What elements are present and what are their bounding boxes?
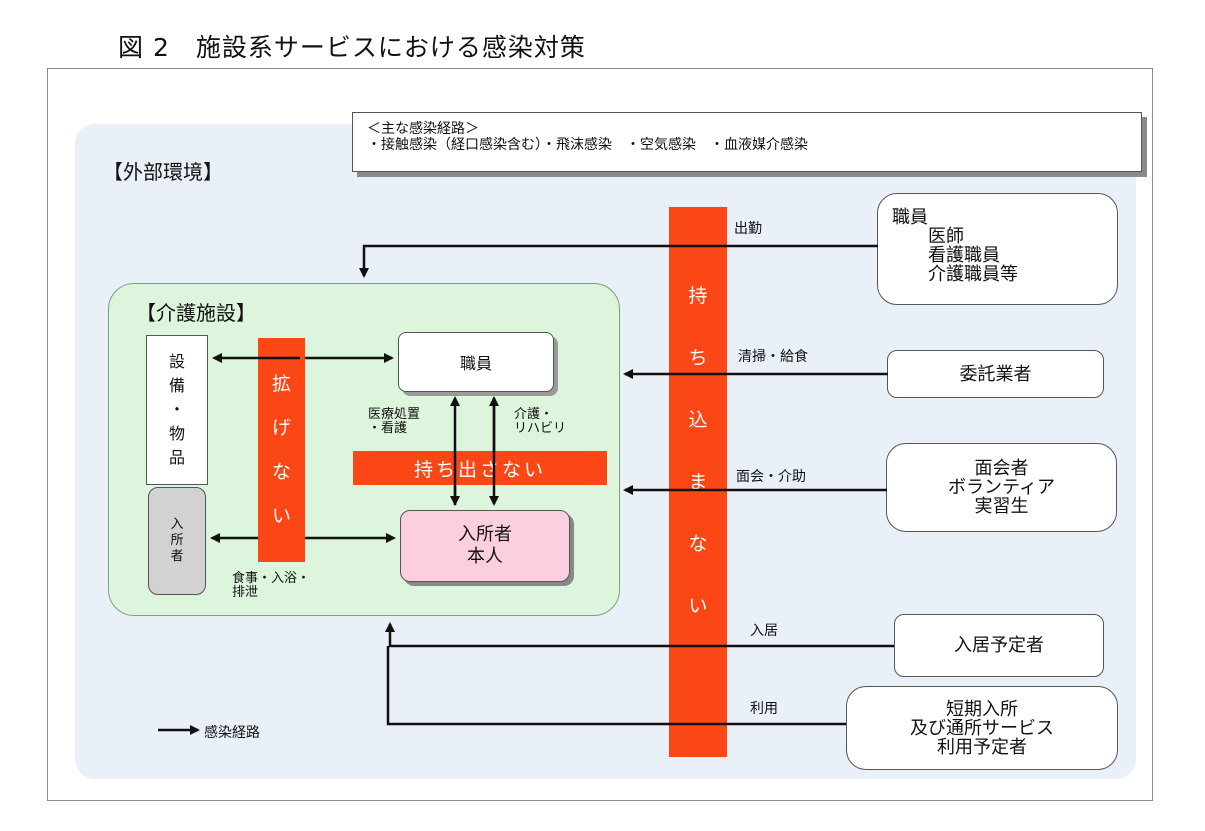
- visitor-line: ボランティア: [948, 477, 1055, 498]
- bar-char: ま: [688, 471, 708, 493]
- bar-char: い: [688, 595, 708, 617]
- use-arrow: [386, 646, 846, 726]
- visitor-line: 実習生: [974, 496, 1029, 517]
- bar-char: い: [271, 505, 291, 527]
- legend-label: 感染経路: [204, 725, 260, 741]
- staff-line: 看護職員: [928, 245, 1000, 266]
- staff-line: 職員: [892, 207, 928, 228]
- bar-char: 込: [688, 409, 708, 431]
- short-term-line: 及び通所サービス: [910, 717, 1054, 739]
- label-line: 介護・: [514, 407, 554, 422]
- other-residents-node: 入 所 者: [148, 487, 206, 595]
- commute-label: 出勤: [734, 221, 762, 237]
- resident-char: 入: [170, 517, 184, 532]
- use-label: 利用: [750, 701, 778, 717]
- do-not-bring-in-bar: 持 ち 込 ま な い: [669, 207, 727, 757]
- short-term-user-node: 短期入所 及び通所サービス 利用予定者: [846, 686, 1118, 770]
- bar-char: 持: [688, 285, 708, 307]
- bar-char: な: [271, 461, 291, 483]
- move-in-label: 入居: [750, 623, 778, 639]
- short-term-line: 短期入所: [946, 698, 1018, 720]
- equipment-char: 備: [168, 376, 185, 395]
- cleaning-meal-label: 清掃・給食: [738, 349, 808, 365]
- short-term-line: 利用予定者: [937, 736, 1027, 758]
- figure-title: 図 2 施設系サービスにおける感染対策: [118, 33, 586, 62]
- equipment-char: ・: [168, 400, 185, 419]
- label-line: 食事・入浴・: [232, 571, 311, 586]
- do-not-spread-bar: 拡 げ な い: [258, 338, 305, 562]
- bar-char: 拡: [271, 373, 291, 395]
- resident-char: 所: [170, 533, 184, 548]
- bar-char: げ: [271, 417, 291, 439]
- do-not-take-out-bar: 持ち出さない: [353, 451, 607, 485]
- daily-living-label: 食事・入浴・ 排泄: [232, 572, 310, 600]
- external-staff-node: 職員 医師 看護職員 介護職員等: [877, 193, 1118, 305]
- equipment-node: 設 備 ・ 物 品: [146, 335, 208, 485]
- equipment-char: 設: [168, 352, 185, 371]
- label-line: ・看護: [368, 421, 408, 436]
- visitor-node: 面会者 ボランティア 実習生: [886, 443, 1117, 532]
- infection-routes-box: ＜主な感染経路＞ ・接触感染（経口感染含む）・飛沫感染 ・空気感染 ・血液媒介感…: [352, 112, 1142, 172]
- care-facility-label: 【介護施設】: [136, 301, 256, 325]
- contractor-node: 委託業者: [887, 350, 1104, 398]
- commute-arrow: [359, 244, 878, 278]
- resident-self-node: 入所者 本人: [400, 510, 570, 582]
- facility-staff-node: 職員: [398, 332, 554, 392]
- external-environment-label: 【外部環境】: [103, 160, 223, 184]
- label-line: 医療処置: [368, 407, 421, 422]
- routes-list: ・接触感染（経口感染含む）・飛沫感染 ・空気感染 ・血液媒介感染: [367, 137, 808, 153]
- staff-line: 医師: [928, 226, 964, 247]
- routes-heading: ＜主な感染経路＞: [367, 121, 479, 137]
- resident-main-line: 入所者: [458, 524, 512, 545]
- staff-line: 介護職員等: [928, 264, 1018, 285]
- visitor-line: 面会者: [974, 458, 1029, 479]
- planned-resident-node: 入居予定者: [894, 614, 1104, 677]
- nursing-rehab-label: 介護・ リハビリ: [514, 408, 566, 436]
- label-line: 排泄: [232, 585, 259, 600]
- resident-main-line: 本人: [467, 546, 503, 567]
- equipment-char: 物: [168, 424, 185, 443]
- equipment-char: 品: [168, 448, 185, 467]
- label-line: リハビリ: [514, 421, 567, 436]
- bar-char: な: [688, 533, 708, 555]
- figure-frame: [47, 68, 1153, 801]
- medical-care-label: 医療処置 ・看護: [368, 408, 420, 436]
- move-in-arrow: [385, 622, 894, 648]
- bar-char: ち: [688, 347, 708, 369]
- visit-assist-label: 面会・介助: [736, 469, 806, 485]
- resident-char: 者: [170, 549, 184, 564]
